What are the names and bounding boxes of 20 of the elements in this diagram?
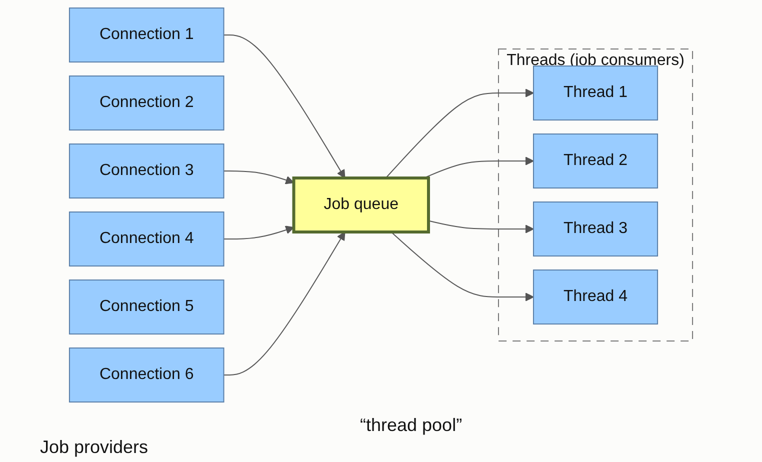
arrow [223, 232, 346, 376]
node-box: Connection 4 [68, 212, 224, 266]
arrow [223, 170, 294, 184]
node-box: Connection 5 [68, 280, 224, 334]
node-box: Connection 2 [68, 76, 224, 130]
arrow [223, 34, 346, 178]
arrow [428, 220, 534, 234]
node-box: Connection 1 [68, 8, 224, 62]
node-box: Job queue [292, 176, 430, 234]
node-box: Thread 2 [533, 134, 658, 188]
group-caption: “thread pool” [360, 415, 462, 436]
node-box: Connection 3 [68, 144, 224, 198]
arrow [385, 88, 534, 178]
column-caption: Job providers [40, 437, 148, 458]
node-box: Thread 3 [533, 202, 658, 256]
arrow [390, 232, 534, 302]
node-box: Thread 1 [533, 66, 658, 120]
node-box: Connection 6 [68, 348, 224, 402]
node-box: Thread 4 [533, 270, 658, 324]
arrow [223, 226, 294, 240]
